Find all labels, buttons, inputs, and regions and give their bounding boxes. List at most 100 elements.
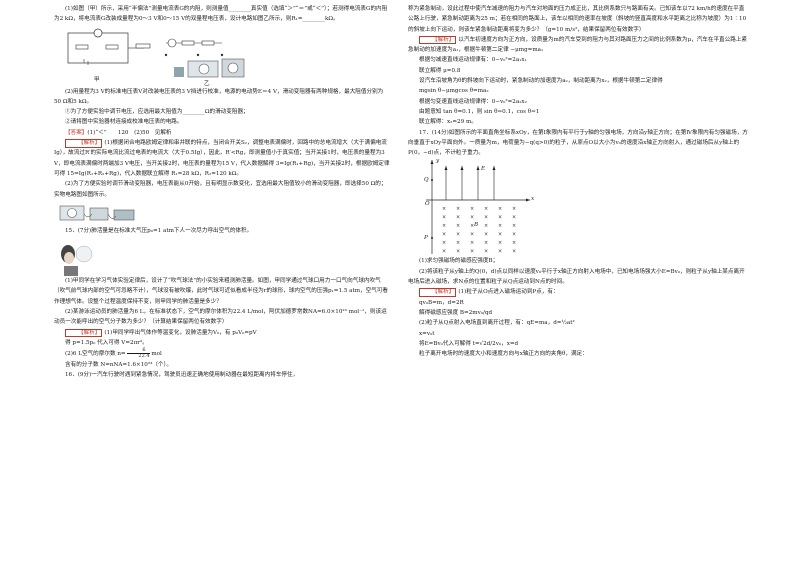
q16-analysis-3: 联立解得 μ=0.8 — [419, 67, 461, 74]
q17-analysis-5: x=v₀t — [419, 330, 435, 337]
origin-label: O — [425, 201, 430, 208]
field-mark: × — [484, 206, 488, 212]
q17-intro: 17．(14分)如图所示的平面直角坐标系xOy，在第Ⅰ象限内有平行于y轴的匀强电… — [408, 129, 748, 157]
field-mark: × — [470, 215, 474, 221]
field-mark: × — [512, 206, 516, 212]
q16-intro: 16．(9分)一汽车行驶时遇到紧急情况，驾驶员迅速正确地使用制动器在最短距离内将… — [65, 371, 299, 378]
field-mark: × — [484, 232, 488, 238]
field-mark: × — [498, 240, 502, 246]
field-mark: × — [512, 232, 516, 238]
field-mark: × — [498, 249, 502, 255]
field-mark: × — [470, 240, 474, 246]
coordinate-field-icon: × × × × × × × × × × × × × × × × × × × × × × × × × × × × × × × × × × × × — [426, 160, 530, 255]
q14-analysis-2: (2)为了方便实验时调节滑动变阻器，电压表能从0开始，且有明显示数变化，宜选用最… — [54, 181, 387, 198]
analysis-tag: 【解析】 — [65, 328, 103, 338]
field-mark: × — [484, 249, 488, 255]
q17-analysis-6: 将E=Bv₀代入可解得 t=√2d/2v₀，x=d — [419, 340, 519, 347]
field-mark: × — [512, 249, 516, 255]
q17-analysis-1: 【解析】(1)粒子从O点进入磁场运动到P点，有： — [408, 287, 748, 297]
q16-analysis-8: 联立解得：x₂=29 m。 — [419, 119, 477, 126]
analysis-tag: 【解析】 — [65, 139, 103, 148]
axis-label-y: y — [436, 158, 440, 165]
q16-analysis-1-text: 以汽车初速度方向为正方向，设质量为m的汽车受到的阻力与其对路面压力之间的比例系数… — [408, 36, 748, 54]
field-mark: × — [456, 206, 460, 212]
q15-analysis-4: 含有的分子数 N=nNA=1.6×10²³（个）。 — [65, 361, 172, 368]
figure-label-jia: 甲 — [94, 76, 100, 83]
field-mark: × — [470, 249, 474, 255]
field-mark: × — [470, 223, 474, 229]
q16-analysis-5: mgsin θ−μmgcos θ=ma₂ — [419, 88, 489, 95]
field-mark: × — [442, 215, 446, 221]
q15-analysis-1: 【解析】(1)甲同学呼出气体作等温变化，设肺活量为V₀，有 p₀V₀=pV — [54, 328, 390, 338]
field-mark: × — [456, 232, 460, 238]
field-mark: × — [456, 249, 460, 255]
q17-analysis-4: (2)粒子从Q点射入电场直到离开过程，有：qE=ma，d=½at² — [419, 320, 575, 327]
analysis-tag: 【解析】 — [419, 288, 457, 297]
apparatus-icon — [59, 205, 135, 221]
balloon-photo-icon — [61, 245, 93, 277]
balloon-figure — [54, 236, 390, 277]
field-mark: × — [470, 206, 474, 212]
figure-label-yi: 乙 — [204, 80, 210, 87]
point-label-P: P — [424, 235, 428, 242]
q14-analysis-1: 【解析】(1)根据闭合电路欧姆定律和串并联的特点，当闭合开关S₂，调整电表满偏时… — [54, 138, 390, 179]
field-mark: × — [456, 215, 460, 221]
q15-analysis-1-text: (1)甲同学呼出气体作等温变化，设肺活量为V₀，有 p₀V₀=pV — [104, 329, 257, 336]
field-mark: × — [498, 215, 502, 221]
q15-analysis-3: (2)6 L空气的摩尔数 n= 6 22.4 mol — [54, 348, 390, 359]
field-mark: × — [442, 232, 446, 238]
field-mark: × — [498, 206, 502, 212]
q17-part1: (1)求匀强磁场的磁感应强度B； — [419, 258, 499, 265]
apparatus-figure — [54, 200, 390, 226]
q16-analysis-7: 由题意知 tan θ=0.1，则 sin θ≈0.1，cos θ≈1 — [419, 108, 540, 115]
q16-analysis-6: 根据匀变速直线运动规律得：0−v₀²=2a₂x₂ — [419, 98, 527, 105]
field-mark: × — [484, 215, 488, 221]
q16-analysis-4: 设汽车沿坡角为θ的斜坡向下运动时，紧急制动的加速度为a₂，制动距离为x₂，根据牛… — [419, 78, 663, 85]
point-label-Q: Q — [424, 177, 429, 184]
fraction-denominator: 22.4 — [138, 353, 150, 360]
unit-mol: mol — [151, 351, 162, 358]
field-mark: × — [498, 232, 502, 238]
q15-part2: (2)某游泳运动员的肺活量为6 L，在标准状态下，空气的摩尔体积为22.4 L/… — [54, 309, 387, 326]
field-label-B: B — [474, 222, 479, 229]
q16-analysis-1: 【解析】以汽车初速度方向为正方向，设质量为m的汽车受到的阻力与其对路面压力之间的… — [408, 35, 748, 56]
q14-answer: 【答案】(1)“＜” 120 (2)50 见解析 — [54, 128, 390, 138]
q17-analysis-2: qv₀B=m，d=2R — [419, 299, 464, 306]
q17-analysis-7: 粒子离开电场时的速度大小和速度方向与x轴正方向的夹角θ，满足： — [419, 351, 588, 358]
fraction-numerator: 6 — [127, 348, 150, 355]
answer-tag: 【答案】 — [65, 129, 88, 136]
right-column: 称为紧急制动，设此过程中使汽车减速的阻力与汽车对地面的压力成正比，其比例系数只与… — [408, 4, 748, 359]
q17-analysis-3: 解得磁感应强度 B=2mv₀/qd — [419, 309, 493, 316]
field-mark: × — [456, 240, 460, 246]
field-mark: × — [456, 223, 460, 229]
q16-analysis-2: 根据匀减速直线运动规律有：0−v₀²=2a₁x₁ — [419, 57, 527, 64]
q14-part2-1: ①为了方便实验中调节电压，应选用最大阻值为________Ω的滑动变阻器； — [65, 109, 249, 116]
field-mark: × — [512, 240, 516, 246]
q14-part2: (2)用量程为3 V的标准电压表V对改装电压表的3 V挡进行校准，电源的电动势E… — [54, 88, 384, 105]
q16-continued: 称为紧急制动，设此过程中使汽车减速的阻力与汽车对地面的压力成正比，其比例系数只与… — [408, 6, 747, 33]
field-mark: × — [470, 232, 474, 238]
q14-part2-2: ②请将图中实验器材连接成校准电压表的电路。 — [65, 119, 183, 126]
field-diagram: × × × × × × × × × × × × × × × × × × × × × × × × × × × × × × × × × × × × y x… — [418, 158, 748, 256]
field-mark: × — [484, 240, 488, 246]
field-mark: × — [484, 223, 488, 229]
field-mark: × — [442, 249, 446, 255]
field-mark: × — [498, 223, 502, 229]
q15-analysis-3-text: (2)6 L空气的摩尔数 n= — [65, 351, 126, 358]
field-mark: × — [512, 215, 516, 221]
q17-part2: (2)将该粒子从y轴上的Q(0，d)点以同样以速度v₀平行于x轴正方向射入电场中… — [408, 268, 745, 286]
fraction: 6 22.4 — [127, 348, 150, 360]
field-mark: × — [442, 206, 446, 212]
q15-intro: 15．(7分)肺活量是在标准大气压p₀=1 atm下人一次尽力呼出空气的体积。 — [65, 227, 253, 234]
field-mark: × — [442, 240, 446, 246]
q17-analysis-1-text: (1)粒子从O点进入磁场运动到P点，有： — [458, 289, 559, 296]
circuit-figures: 甲 乙 — [54, 25, 390, 87]
field-mark: × — [442, 223, 446, 229]
axis-label-x: x — [531, 196, 535, 203]
q15-analysis-2: 得 p=1.5p₀ 代入可得 V=2πr³。 — [65, 339, 148, 346]
q14-answer-text: (1)“＜” 120 (2)50 见解析 — [87, 129, 172, 136]
left-column: (1)如图（甲）所示，采用“半偏法”测量电流表G的内阻，则测量值________… — [54, 4, 390, 380]
analysis-tag: 【解析】 — [419, 35, 457, 45]
field-mark: × — [512, 223, 516, 229]
